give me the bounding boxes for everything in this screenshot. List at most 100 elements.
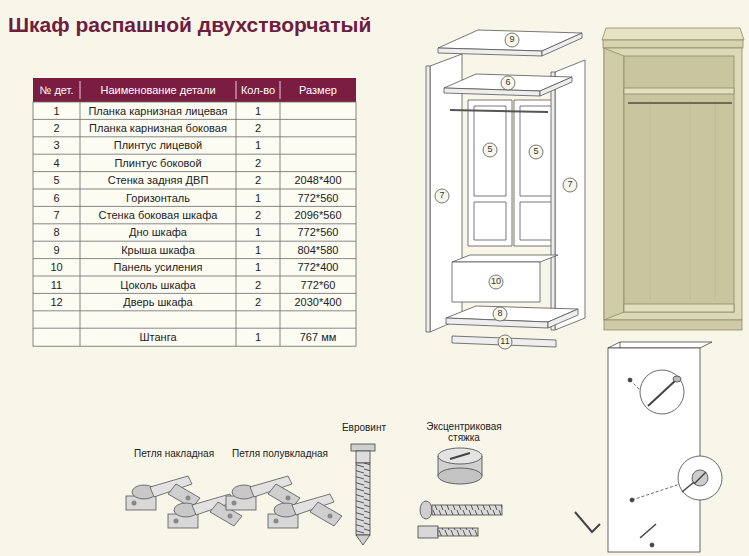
cabinet-bottom bbox=[624, 304, 734, 312]
part-name: Цоколь шкафа bbox=[80, 276, 236, 293]
cabinet-interior bbox=[624, 56, 734, 312]
part-number: 5 bbox=[33, 172, 80, 189]
part-name: Планка карнизная лицевая bbox=[80, 102, 236, 119]
dimension: 2096*560 bbox=[280, 206, 356, 223]
dowel-head bbox=[420, 501, 432, 519]
eccentric-slot bbox=[694, 472, 706, 484]
part-number: 1 bbox=[33, 102, 80, 119]
quantity: 1 bbox=[236, 189, 280, 206]
hardware-name: Эксцентриковая стяжка bbox=[418, 418, 510, 446]
table-rule bbox=[33, 293, 356, 294]
reinforcement-panel bbox=[452, 262, 540, 302]
eccentric-picture bbox=[418, 448, 502, 538]
part-number: 2 bbox=[33, 119, 80, 136]
dimension: 767 мм bbox=[280, 328, 356, 346]
part-number: 3 bbox=[33, 137, 80, 154]
screw-head bbox=[673, 376, 681, 382]
panel-line bbox=[474, 106, 506, 196]
cabinet-rod bbox=[628, 102, 732, 104]
table-header: № дет. bbox=[33, 78, 80, 102]
leader-line bbox=[632, 484, 680, 500]
part-number: 11 bbox=[33, 276, 80, 293]
callout-number: 7 bbox=[433, 189, 451, 203]
panel-line bbox=[520, 202, 554, 240]
dimension: 772*60 bbox=[280, 276, 356, 293]
table-rule bbox=[33, 136, 356, 137]
roof-edge bbox=[438, 48, 542, 56]
quantity: 2 bbox=[236, 172, 280, 189]
shelf-edge bbox=[444, 88, 540, 96]
quantity: 1 bbox=[236, 137, 280, 154]
hardware-name: Петля накладная bbox=[124, 446, 224, 460]
table-header-band bbox=[33, 78, 356, 102]
hole bbox=[650, 543, 654, 547]
part-name: Горизонталь bbox=[80, 189, 236, 206]
side-wall-edge bbox=[551, 72, 555, 330]
quantity: 2 bbox=[236, 293, 280, 310]
exploded-view bbox=[426, 30, 585, 347]
cam-top bbox=[438, 448, 482, 464]
screw bbox=[640, 524, 656, 538]
dowel-thread bbox=[432, 505, 502, 515]
hanging-rod bbox=[450, 110, 548, 112]
table-header: Размер bbox=[280, 78, 356, 102]
wood-grain bbox=[715, 100, 716, 300]
part-number: 8 bbox=[33, 224, 80, 241]
part-number: 10 bbox=[33, 259, 80, 276]
title: Шкаф распашной двухстворчатый bbox=[8, 13, 371, 37]
cam-bottom bbox=[438, 468, 482, 484]
bottom-edge bbox=[548, 309, 578, 328]
table-body bbox=[33, 102, 356, 346]
part-name: Плинтус боковой bbox=[80, 154, 236, 171]
cabinet-body bbox=[604, 48, 742, 320]
cam-slot bbox=[450, 453, 470, 459]
table-rule bbox=[33, 258, 356, 259]
screw-head bbox=[351, 444, 375, 451]
panel-line bbox=[474, 202, 506, 240]
part-name: Дверь шкафа bbox=[80, 293, 236, 310]
part-name: Крыша шкафа bbox=[80, 241, 236, 258]
hardware-name: Евровинт bbox=[334, 420, 394, 434]
part-name: Панель усиления bbox=[80, 259, 236, 276]
wood-grain bbox=[690, 100, 691, 300]
table-rule bbox=[33, 154, 356, 155]
cornice-band bbox=[603, 40, 743, 48]
hex-key bbox=[575, 512, 600, 532]
table-rule bbox=[280, 102, 281, 346]
panel-line bbox=[520, 106, 554, 196]
table-rule bbox=[80, 102, 81, 346]
callout-number: 10 bbox=[487, 275, 505, 289]
table-rule bbox=[33, 223, 356, 224]
hinge-pictures bbox=[126, 476, 342, 528]
quantity: 1 bbox=[236, 259, 280, 276]
wood-grain bbox=[650, 100, 651, 300]
screw-neck bbox=[356, 451, 370, 463]
table-rule bbox=[33, 241, 356, 242]
panel bbox=[608, 348, 700, 552]
table-rule bbox=[80, 81, 81, 99]
cabinet-plinth bbox=[604, 320, 742, 330]
part-name: Плинтус лицевой bbox=[80, 137, 236, 154]
part-number: 7 bbox=[33, 206, 80, 223]
dimension: 772*400 bbox=[280, 259, 356, 276]
sleeve-thread bbox=[438, 528, 478, 536]
cabinet-side bbox=[604, 48, 624, 320]
table-rule bbox=[33, 276, 356, 277]
callout-number: 5 bbox=[527, 145, 545, 159]
cabinet-picture bbox=[602, 28, 744, 330]
part-number: 4 bbox=[33, 154, 80, 171]
quantity: 2 bbox=[236, 154, 280, 171]
table-header: Наименование детали bbox=[80, 78, 236, 102]
detail-circle bbox=[678, 456, 722, 500]
part-name: Штанга bbox=[80, 328, 236, 346]
part-name: Дно шкафа bbox=[80, 224, 236, 241]
table-rule bbox=[33, 310, 356, 311]
hole bbox=[630, 498, 634, 502]
screw-tip bbox=[356, 535, 370, 545]
sleeve bbox=[418, 526, 438, 538]
part-name: Стенка задняя ДВП bbox=[80, 172, 236, 189]
cam-side bbox=[438, 456, 439, 476]
part-name: Планка карнизная боковая bbox=[80, 119, 236, 136]
roof-edge bbox=[542, 33, 582, 56]
